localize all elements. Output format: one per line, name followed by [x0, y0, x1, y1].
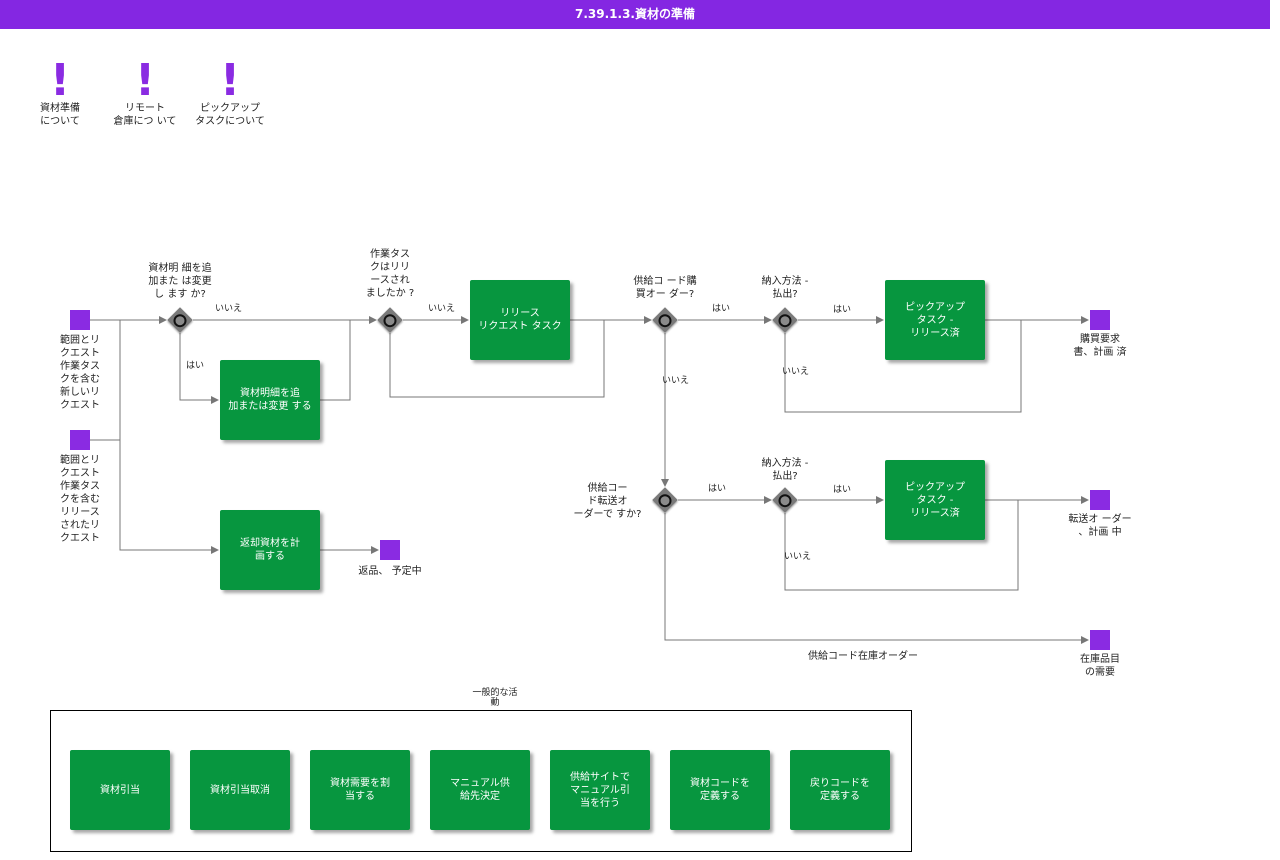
task-define-return-codes[interactable]: 戻りコードを 定義する [790, 750, 890, 830]
info-label: 資材準備 について [40, 103, 80, 127]
info-label: ピックアップ タスクについて [195, 103, 265, 127]
gateway-label: 納入方法 - 払出? [761, 276, 809, 300]
task-manual-site-allocation[interactable]: 供給サイトで マニュアル引 当を行う [550, 750, 650, 830]
task-material-allocation[interactable]: 資材引当 [70, 750, 170, 830]
gateway-label: 供給コ ード購 買オー ダー? [633, 276, 697, 300]
flow-label-no: いいえ [784, 552, 812, 562]
flow-line [119, 440, 219, 554]
end-event-inventory-demand[interactable] [1090, 630, 1110, 650]
task-plan-return-materials[interactable]: 返却資材を計 画する [220, 510, 320, 590]
flow-line [389, 320, 605, 398]
end-event-label: 転送オ ーダー 、計画 中 [1068, 514, 1132, 538]
gateway-label: 資材明 細を追 加また は変更 し ます か? [148, 263, 212, 300]
exclamation-icon: ! [219, 55, 241, 106]
flow-label-inventory-order: 供給コード在庫オーダー [808, 651, 918, 662]
end-event-label: 購買要求 書、計画 済 [1073, 334, 1127, 358]
flow-line [784, 500, 1019, 591]
flow-label-yes: はい [708, 484, 727, 494]
flow-label-yes: はい [833, 485, 852, 495]
flow-label-no: いいえ [662, 376, 690, 386]
task-manual-supply-decision[interactable]: マニュアル供 給先決定 [430, 750, 530, 830]
common-activities-group [50, 710, 912, 852]
end-event-purchase-requisition[interactable] [1090, 310, 1110, 330]
info-label: リモート 倉庫につ いて [113, 103, 177, 127]
flow-line [784, 320, 1022, 413]
start-event-released-request[interactable] [70, 430, 90, 450]
end-event-returns-planned[interactable] [380, 540, 400, 560]
flow-label-yes: はい [712, 304, 731, 314]
flow-label-yes: はい [833, 305, 852, 315]
start-event-label: 範囲とリ クエスト 作業タス クを含む 新しいリ クエスト [60, 335, 100, 411]
flow-label-no: いいえ [428, 304, 456, 314]
exclamation-icon: ! [49, 55, 71, 106]
flow-label-no: いいえ [782, 367, 810, 377]
start-event-new-request[interactable] [70, 310, 90, 330]
end-event-label: 返品、 予定中 [358, 566, 422, 577]
flow-line [320, 320, 351, 401]
end-event-label: 在庫品目 の需要 [1080, 654, 1120, 678]
gateway-label: 作業タス クはリリ ースされ ましたか ? [365, 249, 415, 299]
flow-label-yes: はい [186, 361, 205, 371]
task-define-material-codes[interactable]: 資材コードを 定義する [670, 750, 770, 830]
gateway-label: 納入方法 - 払出? [761, 458, 809, 482]
task-pickup-released-1[interactable]: ピックアップ タスク - リリース済 [885, 280, 985, 360]
exclamation-icon: ! [134, 55, 156, 106]
task-release-request-tasks[interactable]: リリース リクエスト タスク [470, 280, 570, 360]
info-remote-warehouse[interactable]: ! リモート 倉庫につ いて [100, 58, 190, 128]
flow-line [664, 513, 1089, 644]
page-title: 7.39.1.3.資材の準備 [0, 0, 1270, 29]
task-pickup-released-2[interactable]: ピックアップ タスク - リリース済 [885, 460, 985, 540]
group-title: 一般的な活 動 [472, 688, 518, 708]
gateway-label: 供給コー ド転送オ ーダーで すか? [573, 483, 642, 520]
task-cancel-allocation[interactable]: 資材引当取消 [190, 750, 290, 830]
flow-label-no: いいえ [215, 304, 243, 314]
task-add-change-lines[interactable]: 資材明細を追 加または変更 する [220, 360, 320, 440]
info-materials-prep[interactable]: ! 資材準備 について [15, 58, 105, 128]
start-event-label: 範囲とリ クエスト 作業タス クを含む リリース されたリ クエスト [60, 455, 100, 544]
flow-line [179, 333, 219, 404]
info-pickup-task[interactable]: ! ピックアップ タスクについて [185, 58, 275, 128]
task-assign-demand[interactable]: 資材需要を割 当する [310, 750, 410, 830]
end-event-transfer-order[interactable] [1090, 490, 1110, 510]
